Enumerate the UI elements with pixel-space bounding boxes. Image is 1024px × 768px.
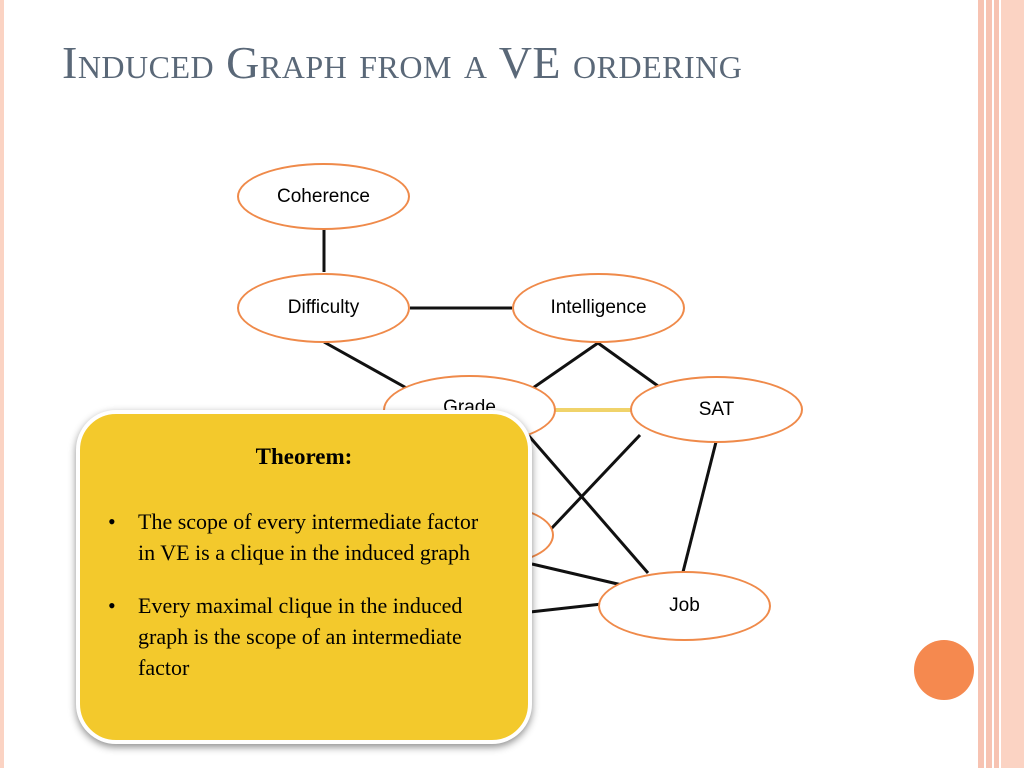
edge-intelligence-grade [529, 341, 599, 392]
edge-sat-job [681, 441, 718, 573]
node-coherence: Coherence [237, 163, 410, 230]
theorem-bullet: Every maximal clique in the induced grap… [104, 590, 494, 683]
theorem-bullet-list: The scope of every intermediate factor i… [104, 506, 494, 705]
decorative-stripe [986, 0, 992, 768]
node-intelligence: Intelligence [512, 273, 685, 343]
theorem-bullet: The scope of every intermediate factor i… [104, 506, 494, 568]
theorem-heading: Theorem: [255, 444, 353, 469]
node-label: Difficulty [287, 297, 360, 318]
node-label: Job [669, 595, 700, 616]
node-label: Coherence [277, 185, 370, 207]
edge-sat-hidden [548, 433, 642, 532]
theorem-callout: Theorem: The scope of every intermediate… [76, 410, 532, 744]
node-label: SAT [698, 398, 735, 420]
edge-hidden-job [531, 562, 623, 587]
node-difficulty: Difficulty [237, 273, 410, 343]
decorative-stripe [994, 0, 999, 768]
edge-grade-job [520, 427, 650, 574]
edge-difficulty-grade [323, 340, 411, 392]
decorative-stripe [0, 0, 4, 768]
edge-intelligence-sat [597, 341, 659, 388]
node-label: Intelligence [550, 297, 647, 318]
decorative-stripe [978, 0, 984, 768]
decorative-circle [914, 640, 974, 700]
edge-hidden2-job [529, 602, 603, 614]
node-job: Job [598, 571, 771, 641]
slide-title: Induced Graph from a VE ordering [62, 37, 743, 88]
decorative-stripe [1001, 0, 1024, 768]
node-sat: SAT [630, 376, 803, 443]
